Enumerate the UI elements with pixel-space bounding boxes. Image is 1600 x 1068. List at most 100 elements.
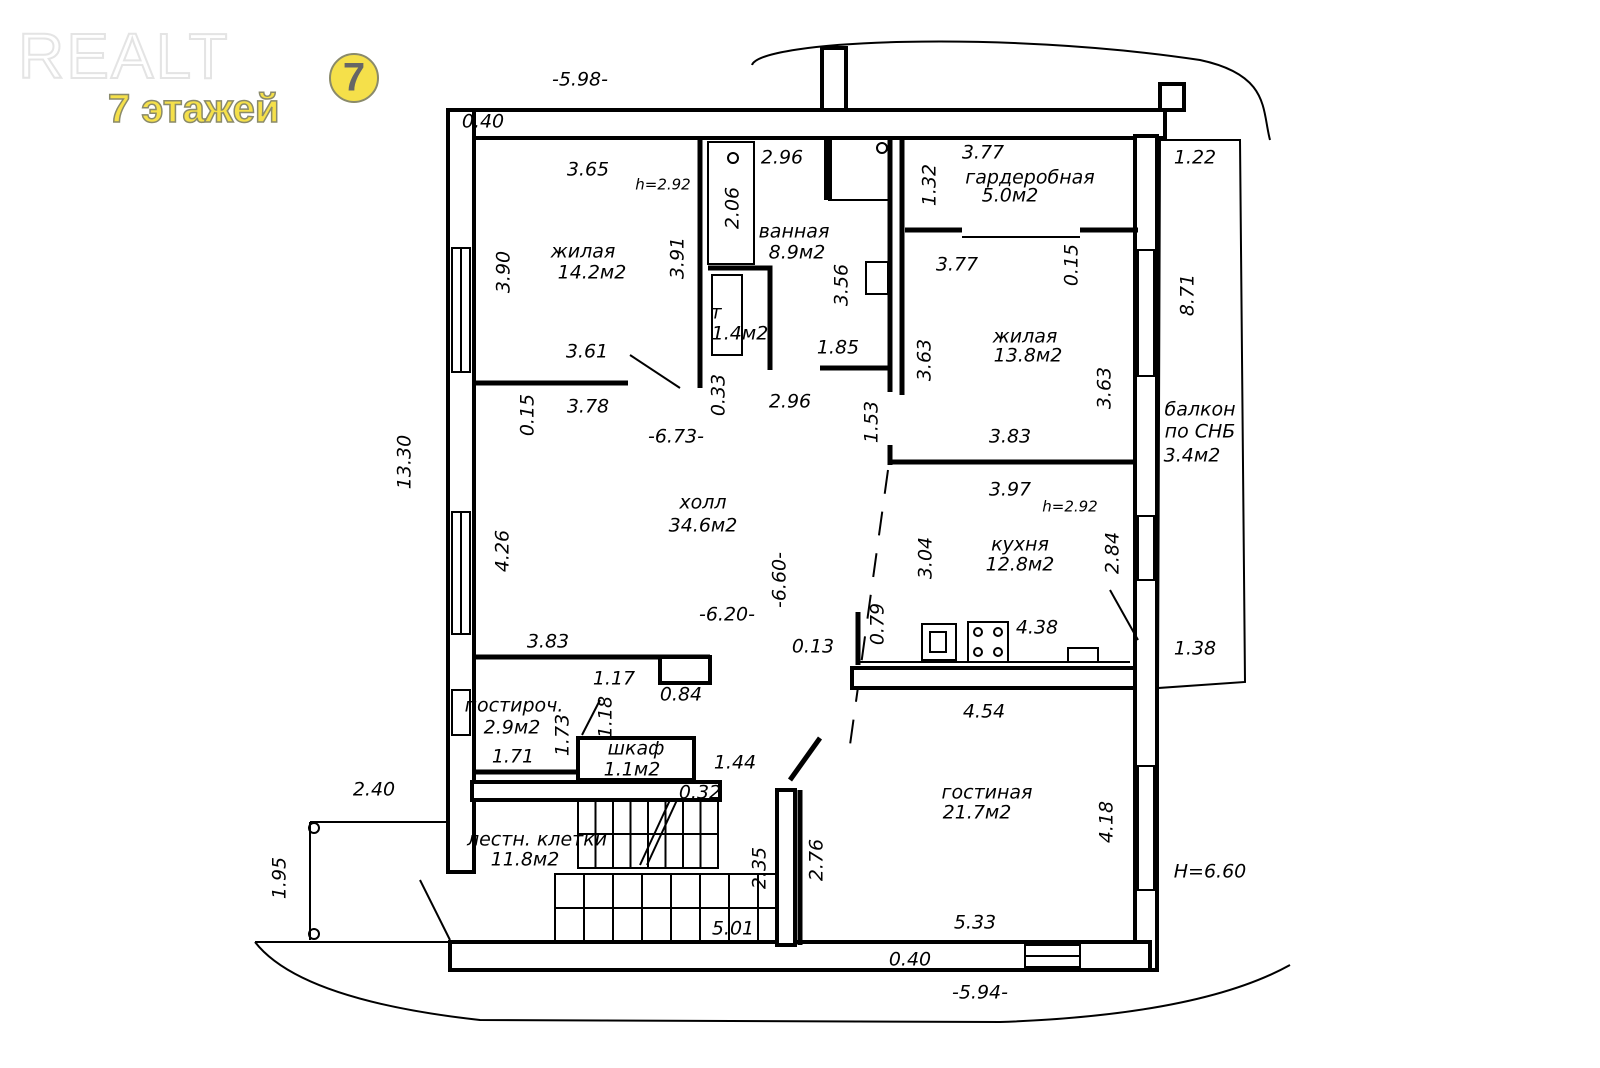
wall-left — [446, 108, 476, 874]
window — [451, 689, 471, 736]
dimension-label: 1.22 — [1174, 147, 1216, 169]
dimension-label: 1.71 — [492, 746, 534, 768]
stove-icon — [967, 621, 1009, 663]
dimension-label: 3.63 — [1094, 367, 1116, 409]
dimension-label: 3.61 — [566, 341, 608, 363]
room-name: холл — [678, 492, 726, 514]
room-name: гостиная — [942, 782, 1033, 804]
stair-step — [583, 907, 614, 943]
dimension-label: 0.84 — [660, 684, 702, 706]
dimension-label: 3.78 — [567, 396, 609, 418]
dimension-label: 3.77 — [962, 142, 1004, 164]
dimension-label: 1.85 — [817, 337, 859, 359]
dimension-label: 3.65 — [567, 159, 609, 181]
room-area: 11.8м2 — [491, 849, 560, 871]
dimension-label: 3.83 — [527, 631, 569, 653]
sink-icon — [921, 623, 957, 661]
dimension-label: 1.73 — [552, 714, 574, 756]
dimension-label: 4.54 — [963, 701, 1005, 723]
stair-step — [682, 799, 702, 835]
sink-fixture — [865, 261, 889, 295]
closet — [576, 736, 696, 782]
room-name: балкон — [1164, 399, 1235, 421]
wall-stub — [820, 46, 848, 112]
wall-kitchen — [850, 666, 1137, 690]
room-name: жилая — [550, 241, 616, 263]
room-area: 2.9м2 — [484, 717, 541, 739]
outline-curve-top — [751, 40, 1271, 141]
walls — [254, 40, 1291, 1024]
room-name: шкаф — [608, 738, 665, 760]
dimension-label: 13.30 — [394, 435, 416, 489]
dimension-label: H=6.60 — [1174, 861, 1247, 883]
dimension-label: 0.13 — [792, 636, 834, 658]
realt-logo: REALT 7 этажей 7 — [17, 19, 379, 132]
dimension-label: 3.04 — [915, 537, 937, 579]
room-name: гардеробная — [965, 167, 1094, 189]
dimension-label: -6.73- — [648, 426, 704, 448]
dimension-label: 2.35 — [749, 847, 771, 889]
room-area: 34.6м2 — [669, 515, 738, 537]
dimension-label: 5.33 — [954, 912, 996, 934]
dimension-label: 2.76 — [806, 839, 828, 881]
dimension-label: 0.79 — [867, 603, 889, 645]
window — [1137, 765, 1155, 891]
dimension-label: 1.53 — [861, 401, 883, 443]
room-area: 1.1м2 — [604, 759, 661, 781]
room-area: 1.4м2 — [712, 323, 769, 345]
room-name: лестн. клетки — [466, 829, 607, 851]
room-labels: жилая14.2м2ванная8.9м2гардеробная5.0м2т1… — [465, 167, 1236, 871]
logo-badge: 7 — [343, 56, 365, 100]
stair-step — [612, 799, 632, 835]
dimension-label: 3.63 — [914, 339, 936, 381]
stair-step — [670, 873, 701, 909]
room-area: 21.7м2 — [943, 802, 1012, 824]
room-name: кухня — [991, 534, 1049, 556]
logo-tagline: 7 этажей — [108, 87, 279, 131]
dimension-label: h=2.92 — [1042, 498, 1097, 516]
toilet-fixture — [711, 274, 743, 356]
dimension-label: 8.71 — [1177, 274, 1199, 316]
dimension-label: 3.83 — [989, 426, 1031, 448]
dimension-label: 1.38 — [1174, 638, 1216, 660]
window — [1137, 249, 1155, 377]
stair-step — [647, 833, 667, 869]
room-name: по СНБ — [1165, 421, 1236, 443]
stair-step — [699, 799, 719, 835]
dimension-label: h=2.92 — [635, 176, 690, 194]
stair-step — [641, 907, 672, 943]
room-area: 5.0м2 — [982, 185, 1039, 207]
dimension-label: 2.40 — [353, 779, 395, 801]
dimension-label: 1.18 — [595, 696, 617, 738]
dimension-label: 3.77 — [936, 254, 978, 276]
dimension-label: 0.33 — [708, 374, 730, 416]
room-area: 12.8м2 — [986, 554, 1055, 576]
bath-fixture — [707, 141, 755, 265]
dimension-label: 5.01 — [712, 918, 754, 940]
outline-curve-bottom — [254, 941, 1291, 1024]
stair-step — [612, 873, 643, 909]
dimension-label: 0.32 — [679, 782, 721, 804]
dimension-label: 4.26 — [492, 530, 514, 572]
room-name: жилая — [992, 326, 1058, 348]
room-area: 8.9м2 — [769, 242, 826, 264]
stair-step — [699, 833, 719, 869]
dimension-label: 2.06 — [722, 187, 744, 229]
dimension-label: 1.44 — [714, 752, 756, 774]
stair-step — [612, 833, 632, 869]
wall-top — [448, 108, 1167, 140]
stair-step — [612, 907, 643, 943]
stair-step — [670, 907, 701, 943]
zone-divider — [849, 469, 889, 746]
dimension-label: 2.96 — [761, 147, 803, 169]
dimension-label: 3.97 — [989, 479, 1031, 501]
dimension-label: -5.98- — [552, 69, 608, 91]
dimension-label: -6.60- — [769, 552, 791, 608]
stair-step — [682, 833, 702, 869]
wall-stub — [1158, 82, 1186, 112]
dimension-label: -6.20- — [699, 604, 755, 626]
stair-step — [554, 873, 585, 909]
room-name: постироч. — [465, 695, 564, 717]
dimension-label: 3.56 — [831, 264, 853, 306]
